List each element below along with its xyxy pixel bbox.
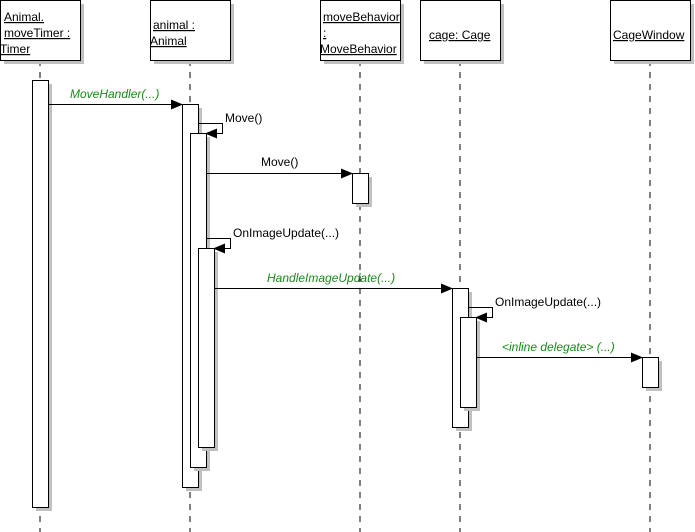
object-name-line: Timer xyxy=(0,42,30,56)
object-box[interactable] xyxy=(150,0,231,61)
activation-bar[interactable] xyxy=(352,173,369,204)
message-m6[interactable]: OnImageUpdate(...) xyxy=(468,295,601,323)
activation-bar[interactable] xyxy=(642,357,659,388)
object-name-line: CageWindow xyxy=(613,28,685,42)
object-name-line: : xyxy=(323,26,326,40)
message-label: OnImageUpdate(...) xyxy=(233,226,339,240)
object-name-line: animal : xyxy=(153,18,195,32)
object-box[interactable] xyxy=(420,0,501,61)
self-message-arrow[interactable] xyxy=(198,123,223,139)
activation-bar[interactable] xyxy=(32,80,49,508)
message-label: OnImageUpdate(...) xyxy=(495,295,601,309)
object-box[interactable] xyxy=(0,0,81,61)
message-label: MoveHandler(...) xyxy=(70,87,159,101)
object-box[interactable] xyxy=(320,0,401,61)
object-name-line: Animal. xyxy=(4,10,44,24)
self-message-arrow[interactable] xyxy=(468,307,493,323)
object-name-line: Animal xyxy=(150,34,187,48)
object-name-line: MoveBehavior xyxy=(320,42,397,56)
message-m3[interactable]: Move() xyxy=(206,155,353,179)
object-name-line: cage: Cage xyxy=(429,28,491,42)
message-m1[interactable]: MoveHandler(...) xyxy=(48,87,183,110)
lifeline-moveBehavior[interactable]: moveBehavior: MoveBehavior xyxy=(320,0,404,532)
object-name-line: moveBehavior xyxy=(323,10,400,24)
message-label: Move() xyxy=(261,155,298,169)
lifeline-animal[interactable]: animal : Animal xyxy=(150,0,234,532)
message-m5[interactable]: HandleImageUpdate(...) xyxy=(214,271,453,294)
object-name-line: moveTimer : xyxy=(4,26,70,40)
lifeline-cage[interactable]: cage: Cage xyxy=(420,0,505,532)
object-box[interactable] xyxy=(610,0,691,61)
activation-bar[interactable] xyxy=(198,248,215,448)
message-label: <inline delegate> (...) xyxy=(502,340,615,354)
self-message-arrow[interactable] xyxy=(206,238,231,254)
activation-bar[interactable] xyxy=(460,317,477,408)
message-label: HandleImageUpdate(...) xyxy=(267,271,395,285)
lifeline-cageWindow[interactable]: CageWindow xyxy=(610,0,695,532)
message-m2[interactable]: Move() xyxy=(198,111,262,139)
message-m7[interactable]: <inline delegate> (...) xyxy=(476,340,643,363)
lifeline-timer[interactable]: Animal. moveTimer : Timer xyxy=(0,0,84,532)
message-label: Move() xyxy=(225,111,262,125)
message-m4[interactable]: OnImageUpdate(...) xyxy=(206,226,339,254)
